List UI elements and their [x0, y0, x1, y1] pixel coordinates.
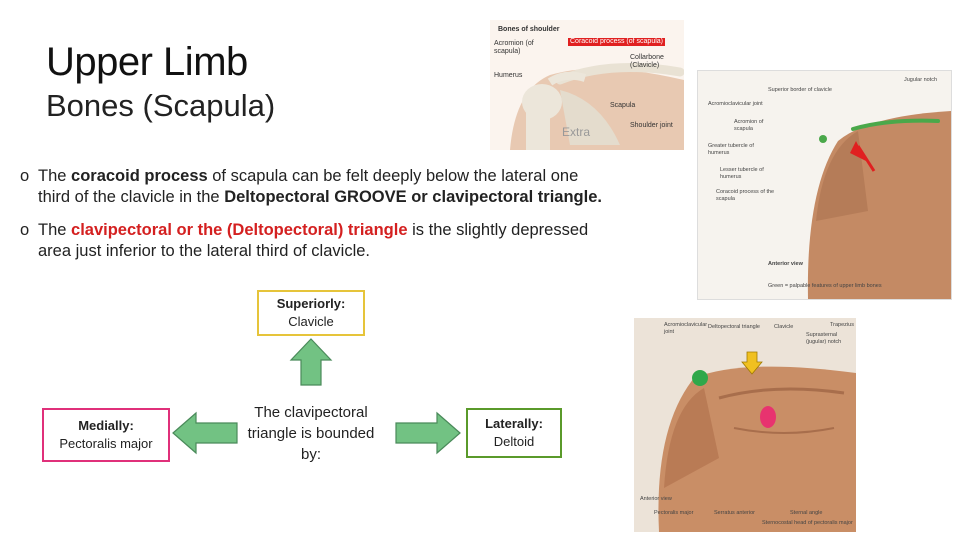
chest-photo-figure: Acromioclavicular joint Deltopectoral tr…: [634, 318, 856, 532]
label-shoulder-joint: Shoulder joint: [630, 122, 673, 129]
photo-label-deltopectoral: Deltopectoral triangle: [708, 324, 760, 330]
bullet-text: of scapula can be felt deeply below the …: [38, 167, 579, 206]
left-arrow-icon: [172, 411, 238, 455]
label-humerus: Humerus: [494, 72, 523, 79]
label-collarbone: Collarbone (Clavicle): [630, 54, 664, 69]
label-anterior-view: Anterior view: [768, 261, 803, 267]
bullet-clavipectoral: o The clavipectoral or the (Deltopectora…: [20, 220, 610, 262]
extra-watermark: Extra: [562, 125, 591, 139]
bullet-text: is the slightly depressed area just infe…: [38, 221, 589, 260]
photo-label-sternal-angle: Sternal angle: [790, 510, 823, 516]
bullet-coracoid: o The coracoid process of scapula can be…: [20, 166, 610, 208]
anterior-shoulder-illustration: [698, 71, 951, 299]
medial-boundary-box: Medially: Pectoralis major: [42, 408, 170, 462]
superior-boundary-box: Superiorly: Clavicle: [257, 290, 365, 336]
bullet-term-groove: Deltopectoral GROOVE or clavipectoral tr…: [224, 188, 602, 206]
label-acromion-anterior: Acromion of scapula: [734, 119, 764, 132]
label-jugular-notch: Jugular notch: [904, 77, 938, 83]
slide-subtitle: Bones (Scapula): [46, 88, 276, 123]
bullet-list: o The coracoid process of scapula can be…: [20, 166, 610, 274]
bullet-term-coracoid: coracoid process: [71, 167, 208, 185]
photo-label-ac-joint: Acromioclavicular joint: [664, 322, 708, 335]
label-superior-border: Superior border of clavicle: [768, 87, 832, 93]
medial-value: Pectoralis major: [59, 436, 153, 451]
slide-title: Upper Limb: [46, 40, 248, 84]
label-ac-joint: Acromioclavicular joint: [708, 101, 763, 107]
label-lesser-tubercle: Lesser tubercle of humerus: [720, 167, 764, 180]
lateral-value: Deltoid: [493, 434, 535, 449]
up-arrow-icon: [289, 338, 333, 386]
superior-value: Clavicle: [288, 314, 334, 329]
medial-heading: Medially:: [78, 418, 134, 433]
lateral-boundary-box: Laterally: Deltoid: [466, 408, 562, 458]
bullet-term-triangle: clavipectoral or the (Deltopectoral) tri…: [71, 221, 408, 239]
shoulder-figure-heading: Bones of shoulder: [498, 26, 560, 33]
photo-label-sternocostal: Sternocostal head of pectoralis major: [762, 520, 853, 526]
photo-label-anterior-view: Anterior view: [640, 496, 672, 502]
bullet-marker: o: [20, 167, 30, 185]
label-acromion: Acromion (of scapula): [494, 40, 534, 55]
triangle-center-text: The clavipectoral triangle is bounded by…: [247, 404, 375, 463]
shoulder-bones-figure: Bones of shoulder Acromion (of scapula) …: [490, 20, 684, 150]
photo-label-serratus: Serratus anterior: [714, 510, 755, 516]
bullet-marker: o: [20, 221, 30, 239]
photo-label-trapezius: Trapezius: [830, 322, 854, 328]
photo-label-pectoralis: Pectoralis major: [654, 510, 694, 516]
photo-label-clavicle: Clavicle: [774, 324, 794, 330]
anterior-view-figure: Superior border of clavicle Jugular notc…: [697, 70, 952, 300]
superior-heading: Superiorly:: [276, 296, 346, 311]
label-coracoid: Coracoid process (of scapula): [568, 38, 665, 46]
figure-caption: Green = palpable features of upper limb …: [768, 283, 882, 289]
chest-photo-illustration: [634, 318, 856, 532]
bullet-text: The: [38, 221, 72, 239]
bullet-text: The: [38, 167, 72, 185]
label-coracoid-anterior: Coracoid process of the scapula: [716, 189, 775, 202]
right-arrow-icon: [395, 411, 461, 455]
lateral-heading: Laterally:: [485, 416, 543, 431]
label-scapula: Scapula: [610, 102, 636, 109]
label-greater-tubercle: Greater tubercle of humerus: [708, 143, 754, 156]
photo-label-jugular-notch: Suprasternal (jugular) notch: [806, 332, 842, 345]
